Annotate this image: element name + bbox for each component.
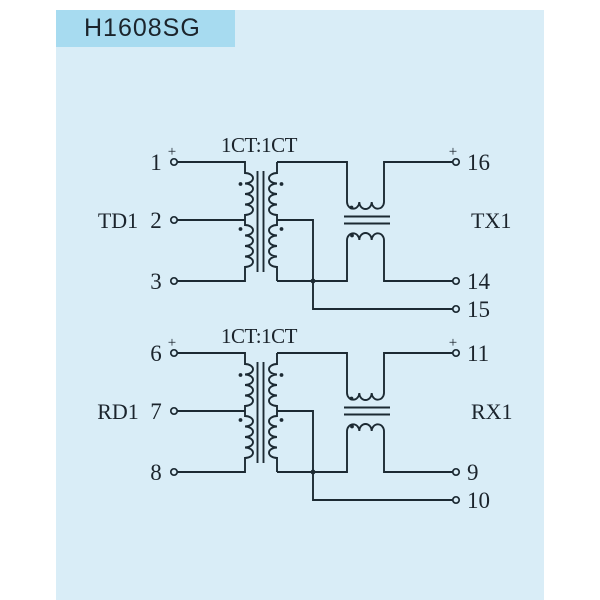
choke-lower-path	[277, 423, 456, 473]
right-group-label: TX1	[471, 208, 511, 233]
pin-label-left-2: 7	[150, 399, 162, 424]
terminal-pin-left-2	[169, 406, 179, 416]
primary-winding	[174, 352, 254, 473]
transformer-core-lines	[256, 171, 265, 272]
junction-dot	[310, 278, 316, 284]
terminal-pin-left-2	[169, 215, 179, 225]
terminal-pin-right-2	[451, 467, 461, 477]
left-group-label: TD1	[98, 208, 138, 233]
terminal-pin-right-1	[451, 157, 461, 167]
choke-core-lines	[344, 406, 390, 416]
polarity-dot-choke-upper	[349, 205, 354, 210]
polarity-dot-primary-lower	[238, 227, 243, 231]
junction-dot	[310, 469, 316, 475]
terminal-pin-left-1	[169, 157, 179, 167]
pin-label-right-1: 16	[467, 150, 490, 175]
right-group-label: RX1	[471, 399, 513, 424]
pin-label-left-1: 1	[150, 150, 162, 175]
pin-label-right-1: 11	[467, 341, 489, 366]
ratio-label: 1CT:1CT	[221, 133, 298, 157]
part-number-box: H1608SG	[56, 10, 235, 47]
polarity-plus-right: +	[449, 144, 457, 160]
part-number-title: H1608SG	[84, 14, 201, 42]
pin-label-right-2: 14	[467, 269, 491, 294]
pin-label-left-3: 8	[150, 460, 162, 485]
pin-label-left-3: 3	[150, 269, 162, 294]
terminal-pin-right-3	[451, 304, 461, 314]
transformer-core-lines	[256, 362, 265, 463]
pin-label-right-3: 15	[467, 297, 490, 322]
terminal-pin-left-1	[169, 348, 179, 358]
polarity-dot-primary-lower	[238, 418, 243, 422]
receive-circuit: 1CT:1CT + + RD1 RX1 6 7 8 11 9 10	[97, 324, 512, 513]
ratio-label: 1CT:1CT	[221, 324, 298, 348]
choke-upper-path	[277, 161, 456, 210]
polarity-dot-choke-lower	[350, 233, 354, 238]
choke-lower-path	[277, 232, 456, 282]
polarity-dot-secondary-lower	[279, 418, 284, 422]
secondary-winding	[268, 353, 278, 472]
pin-label-left-1: 6	[150, 341, 162, 366]
polarity-plus-left: +	[168, 144, 176, 160]
polarity-dot-primary-upper	[238, 373, 243, 377]
polarity-dot-choke-lower	[350, 424, 354, 429]
transmit-circuit: 1CT:1CT + + TD1 TX1 1 2 3 16 14 15	[98, 133, 511, 322]
pin-label-right-2: 9	[467, 460, 479, 485]
terminal-pin-right-3	[451, 495, 461, 505]
pin-label-right-3: 10	[467, 488, 490, 513]
choke-upper-path	[277, 352, 456, 401]
polarity-plus-left: +	[168, 335, 176, 351]
terminal-pin-right-2	[451, 276, 461, 286]
center-tap-to-pin10-wire	[277, 410, 456, 501]
center-tap-to-pin15-wire	[277, 219, 456, 310]
terminal-pin-left-3	[169, 467, 179, 477]
polarity-dot-secondary-lower	[279, 227, 284, 231]
terminal-pin-left-3	[169, 276, 179, 286]
polarity-dot-choke-upper	[349, 396, 354, 401]
terminal-pin-right-1	[451, 348, 461, 358]
primary-winding	[174, 161, 254, 282]
pin-label-left-2: 2	[150, 208, 162, 233]
choke-core-lines	[344, 215, 390, 225]
secondary-winding	[268, 162, 278, 281]
polarity-plus-right: +	[449, 335, 457, 351]
polarity-dot-primary-upper	[238, 182, 243, 186]
left-group-label: RD1	[97, 399, 139, 424]
polarity-dot-secondary-upper	[279, 373, 284, 377]
datasheet-panel	[56, 10, 544, 600]
polarity-dot-secondary-upper	[279, 182, 284, 186]
